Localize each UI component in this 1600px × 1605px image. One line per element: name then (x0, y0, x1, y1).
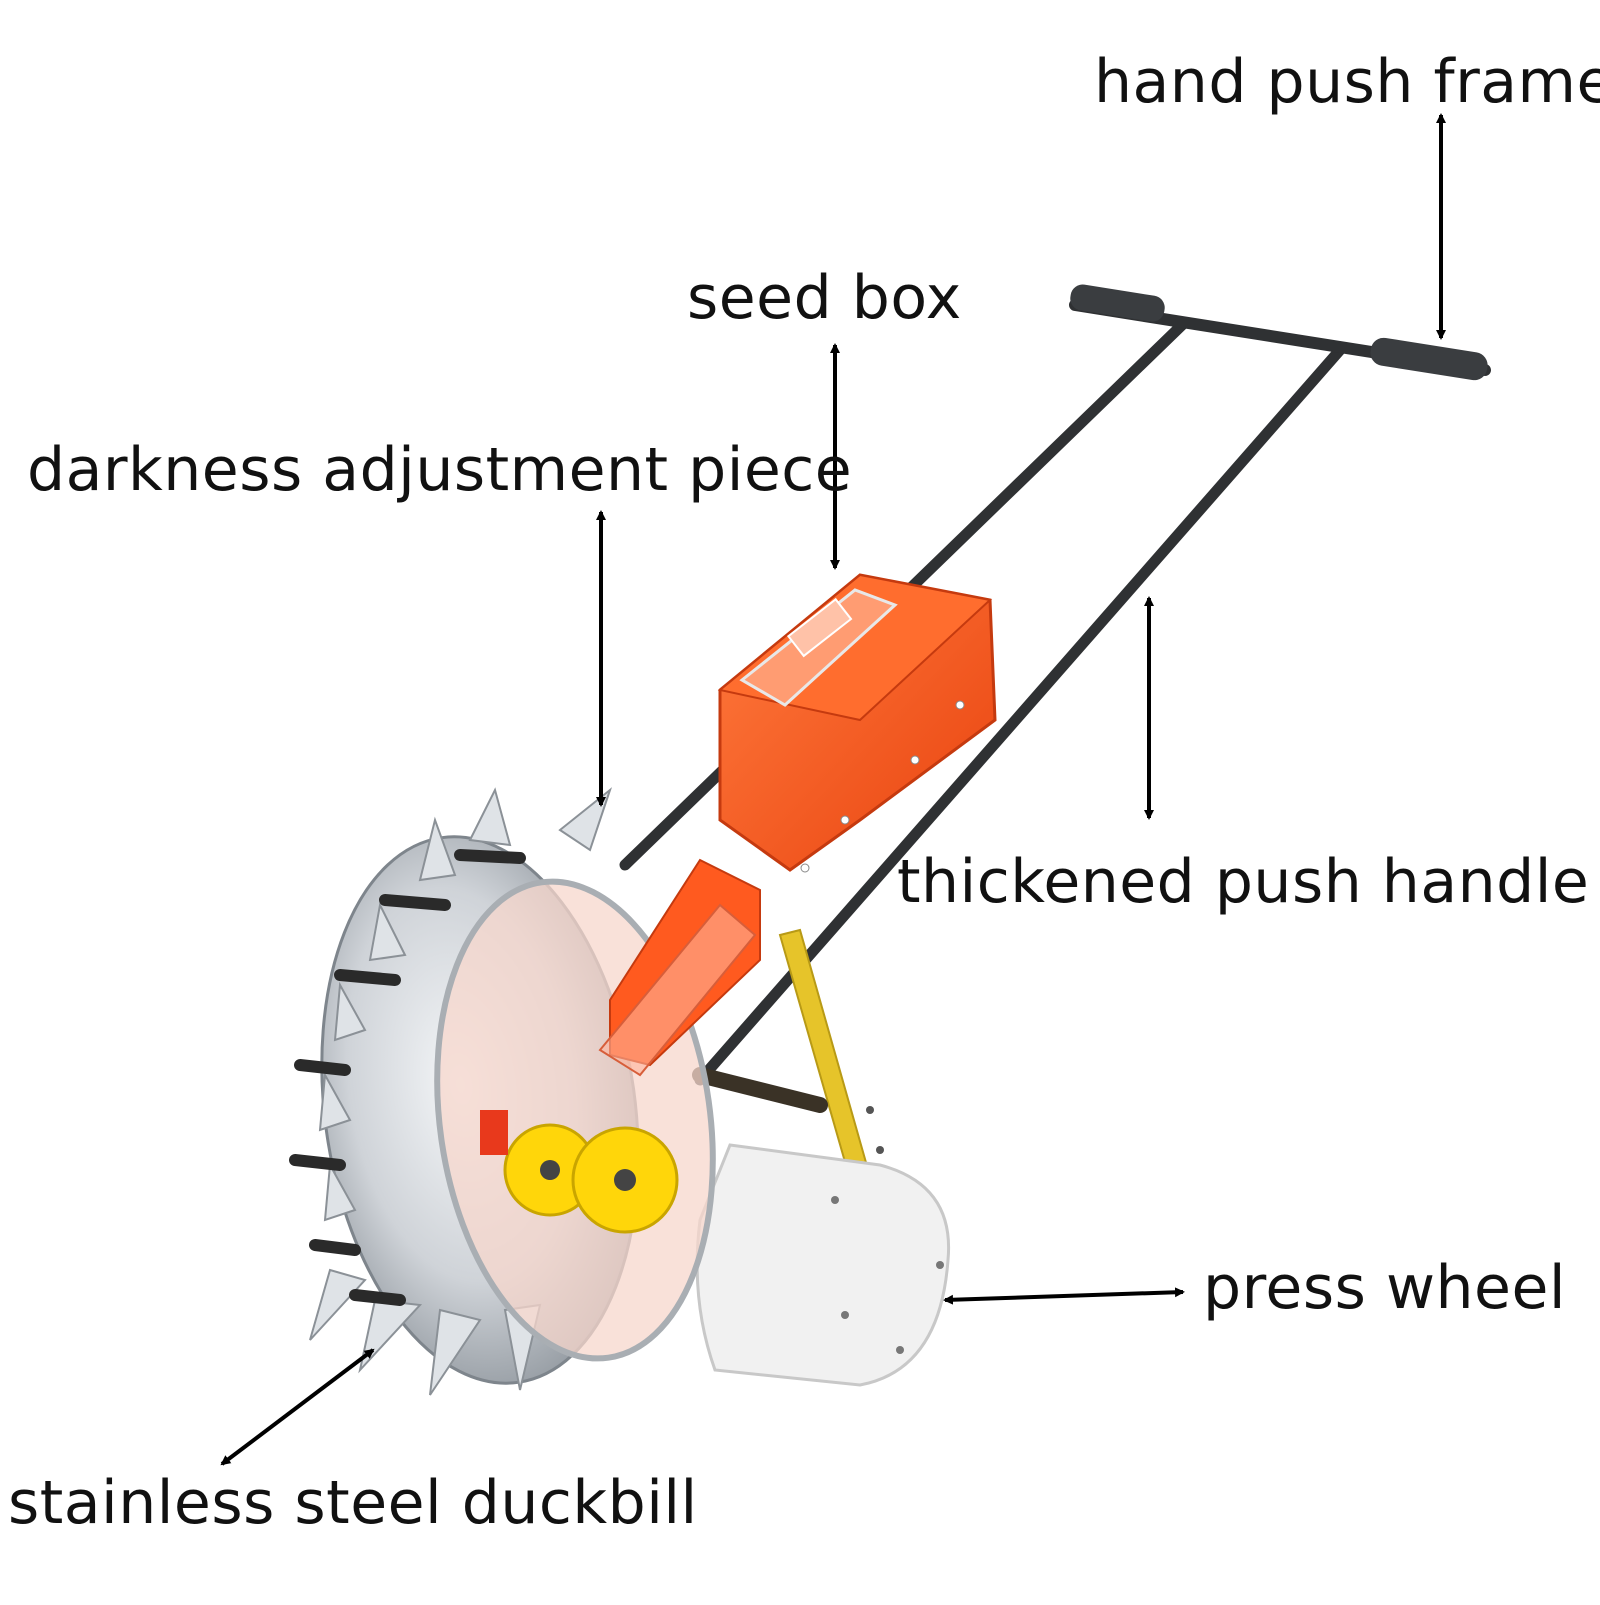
arrow-press-wheel (943, 1287, 1185, 1305)
label-thickened-push-handle: thickened push handle (897, 847, 1590, 917)
duckbill-handles (289, 849, 526, 1306)
left-grip (1070, 284, 1165, 322)
label-press-wheel: press wheel (1203, 1253, 1567, 1323)
press-wheel (695, 1143, 951, 1387)
label-hand-push-frame: hand push frame (1094, 47, 1600, 117)
stainless-steel-duckbills (309, 787, 613, 1396)
hand-push-frame (1069, 284, 1491, 381)
label-seed-box: seed box (687, 263, 962, 333)
axle (692, 1067, 828, 1113)
callout-arrows (220, 113, 1446, 1466)
right-grip (1370, 337, 1488, 381)
seed-box (598, 573, 997, 1077)
arrow-stainless-steel-duckbill (220, 1348, 375, 1466)
label-stainless-steel-duckbill: stainless steel duckbill (8, 1468, 698, 1538)
duckbill-wheel (289, 787, 716, 1396)
label-darkness-adjustment-piece: darkness adjustment piece (27, 435, 853, 505)
